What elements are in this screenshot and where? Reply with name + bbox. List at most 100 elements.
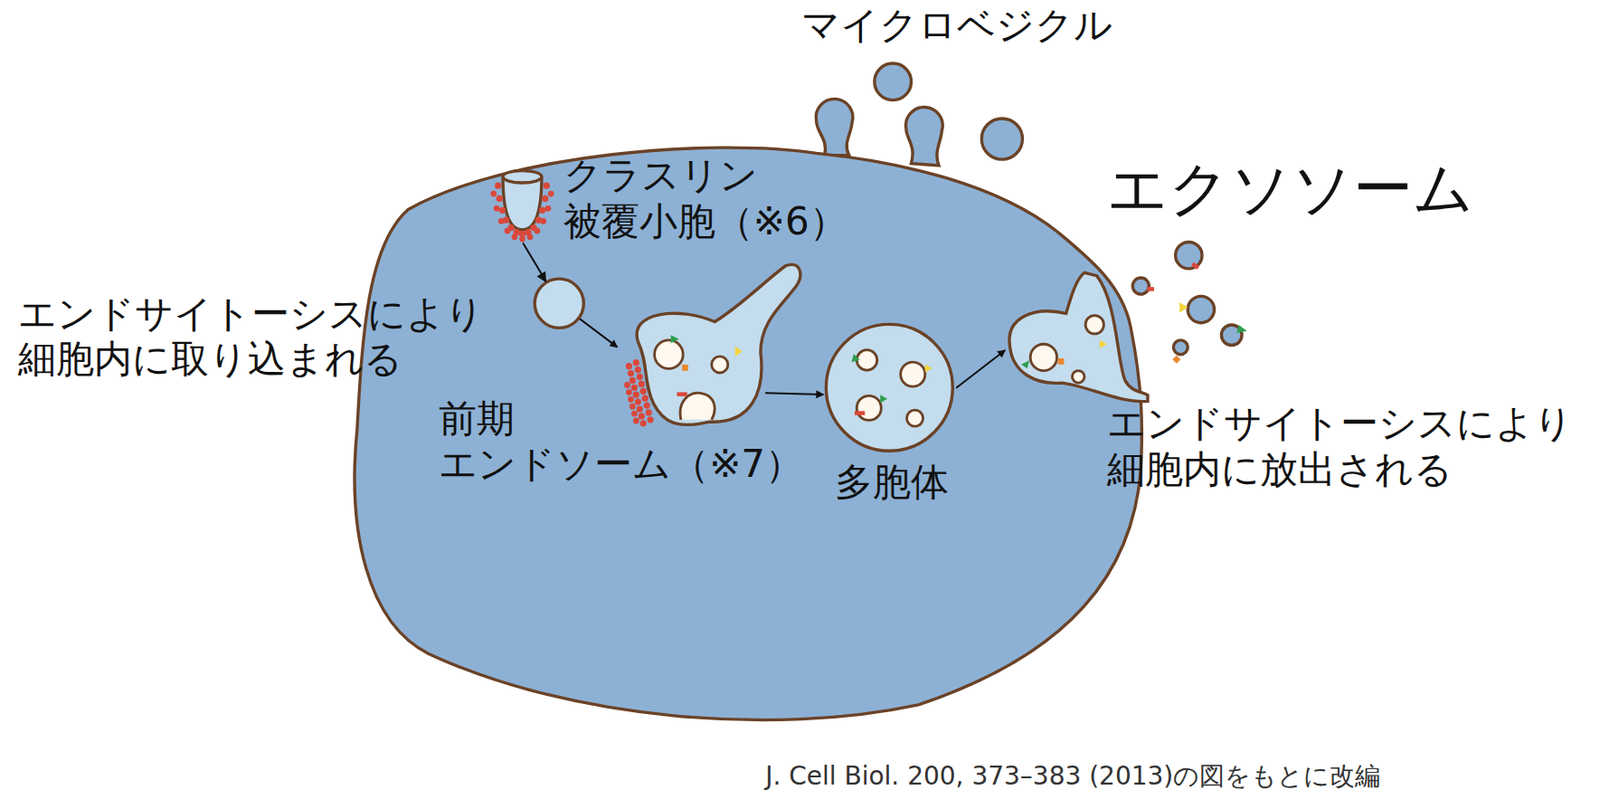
cargo-green bbox=[1236, 324, 1247, 333]
fusing-mvb-membrane bbox=[1009, 272, 1148, 401]
mvb-shape bbox=[823, 321, 957, 455]
clathrin-coat-dot bbox=[635, 373, 643, 380]
clathrin-coat-dot bbox=[629, 403, 636, 410]
clathrin-pit bbox=[494, 166, 551, 244]
exosome bbox=[1132, 277, 1149, 294]
clathrin-coat-dot bbox=[628, 377, 635, 384]
clathrin-coat-dot bbox=[634, 397, 641, 405]
node-label: 多胞体 bbox=[834, 459, 987, 505]
cargo-yellow bbox=[734, 345, 742, 356]
clathrin-coat-dot bbox=[548, 190, 555, 198]
arrow-head bbox=[537, 271, 548, 284]
clathrin-coat-dot bbox=[626, 369, 634, 377]
intraluminal-vesicle bbox=[1072, 370, 1086, 384]
clathrin-coat-dot bbox=[539, 217, 547, 225]
clathrin-coat-dot bbox=[527, 233, 534, 240]
intraluminal-vesicle bbox=[710, 356, 728, 373]
mvb-membrane bbox=[826, 324, 954, 452]
annotation-label: マイクロベジクル bbox=[801, 2, 1144, 48]
pit-opening bbox=[502, 170, 542, 183]
clathrin-coat-dot bbox=[631, 410, 638, 417]
annotation-label: エンドサイトーシスにより 細胞内に取り込まれる bbox=[18, 291, 490, 383]
annotation-label: エクソソーム bbox=[1107, 152, 1525, 225]
cargo-green bbox=[1021, 359, 1030, 369]
clathrin-coat-dot bbox=[646, 416, 654, 423]
clathrin-coat-dot bbox=[630, 384, 637, 391]
microvesicle-bud bbox=[815, 98, 853, 155]
microvesicle-bud bbox=[906, 106, 944, 165]
clathrin-coat-dot bbox=[494, 181, 502, 189]
exosome bbox=[1187, 295, 1214, 322]
fusing-mvb-shape bbox=[1004, 270, 1148, 404]
clathrin-coat-dot bbox=[491, 190, 498, 198]
clathrin-coat-dot bbox=[624, 362, 632, 370]
cargo-orange bbox=[1058, 358, 1065, 365]
clathrin-coat-dot bbox=[504, 227, 512, 235]
intraluminal-vesicle bbox=[900, 362, 926, 388]
clathrin-coat-dot bbox=[637, 412, 644, 419]
organelle-node: 多胞体 bbox=[823, 321, 957, 455]
cell-body bbox=[354, 147, 1142, 720]
clathrin-coat-dot bbox=[632, 416, 639, 424]
cargo-yellow bbox=[1099, 340, 1108, 349]
organelle-node: 前期 エンドソーム（※7） bbox=[617, 301, 767, 429]
clathrin-coat-dot bbox=[639, 419, 646, 427]
clathrin-coat-dot bbox=[632, 390, 639, 398]
clathrin-coat-dot bbox=[499, 207, 506, 214]
clathrin-coat-dot bbox=[496, 195, 503, 202]
early-endosome-shape bbox=[617, 301, 767, 429]
clathrin-coat-dot bbox=[543, 181, 550, 189]
endosome-membrane bbox=[636, 264, 801, 425]
clathrin-coat-dot bbox=[627, 396, 635, 403]
clathrin-coat-dot bbox=[635, 405, 643, 412]
flow-arrow bbox=[765, 392, 824, 395]
invagination bbox=[680, 392, 715, 420]
clathrin-coat-dot bbox=[545, 205, 552, 212]
clathrin-coat-dot bbox=[511, 233, 519, 240]
cargo-orange bbox=[1172, 355, 1181, 364]
node-label: エンドサイトーシスにより 細胞内に放出される bbox=[1107, 400, 1579, 493]
cargo-red bbox=[854, 411, 865, 417]
intraluminal-vesicle bbox=[653, 340, 683, 370]
cargo-green bbox=[670, 334, 679, 343]
clathrin-coat-dot bbox=[498, 217, 505, 225]
flow-arrow bbox=[522, 243, 617, 348]
clathrin-coat-dot bbox=[493, 205, 501, 212]
intraluminal-vesicle bbox=[857, 396, 882, 421]
cargo-green bbox=[852, 353, 861, 362]
microvesicle bbox=[981, 118, 1023, 160]
flow-arrow bbox=[956, 350, 1005, 389]
clathrin-coat-dot bbox=[519, 236, 526, 243]
cargo-red bbox=[1191, 262, 1200, 270]
clathrin-coat-dot bbox=[643, 401, 650, 408]
clathrin-coat-dot bbox=[625, 388, 633, 396]
intraluminal-vesicle bbox=[857, 350, 879, 371]
clathrin-coat-dot bbox=[632, 359, 639, 366]
organelle-node: クラスリン 被覆小胞（※6） bbox=[494, 166, 551, 244]
intraluminal-vesicle bbox=[1030, 343, 1057, 370]
cargo-yellow bbox=[1179, 302, 1188, 313]
exosome bbox=[1173, 340, 1188, 355]
cargo-green bbox=[880, 395, 889, 404]
exosome bbox=[1175, 242, 1203, 269]
cargo-orange bbox=[681, 364, 689, 371]
releasing-exosome bbox=[1085, 315, 1104, 334]
clathrin-coat-dot bbox=[539, 207, 546, 214]
clathrin-coat-dot bbox=[644, 408, 652, 416]
source-caption: J. Cell Biol. 200, 373–383 (2013)の図をもとに改… bbox=[765, 760, 1381, 792]
pit-membrane bbox=[502, 176, 542, 230]
clathrin-coat-dot bbox=[624, 381, 631, 389]
clathrin-coat-dot bbox=[534, 227, 541, 235]
uncoated-vesicle bbox=[534, 278, 584, 328]
microvesicle bbox=[874, 63, 912, 101]
clathrin-coat-dot bbox=[641, 394, 648, 401]
cargo-red bbox=[1146, 286, 1155, 292]
clathrin-coat-dot bbox=[634, 366, 641, 373]
node-label: 前期 エンドソーム（※7） bbox=[438, 396, 826, 488]
clathrin-coat-dot bbox=[541, 195, 549, 202]
clathrin-coat-dot bbox=[639, 387, 646, 394]
clathrin-coat-dot bbox=[637, 380, 644, 388]
intraluminal-vesicle bbox=[907, 410, 924, 427]
cargo-yellow bbox=[925, 364, 933, 373]
cargo-red bbox=[676, 391, 687, 397]
